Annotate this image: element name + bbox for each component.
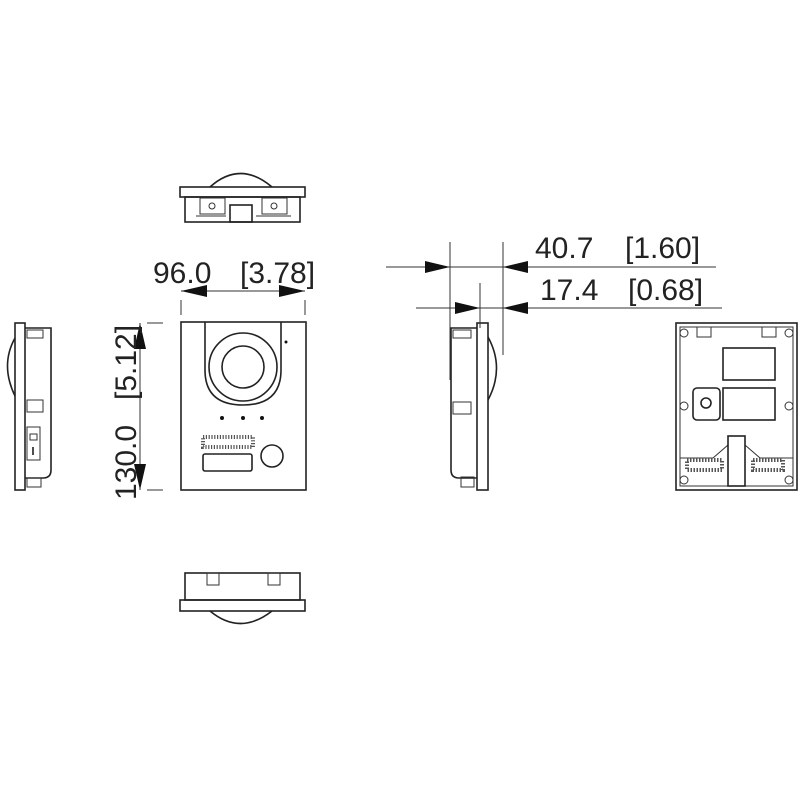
width-dimension [180,285,306,315]
bottom-view [179,572,306,625]
left-side-view [6,322,52,491]
top-view [179,172,306,223]
depth-dimensions [386,242,722,380]
depth-total-mm-label: 40.7 [535,232,593,265]
depth-dome-mm-label: 17.4 [540,274,598,307]
depth-dome-inch-label: [0.68] [628,274,703,307]
height-mm-label: 130.0 [110,425,143,500]
depth-total-inch-label: [1.60] [625,232,700,265]
height-dimension [134,322,163,491]
speaker-grille [201,435,255,449]
right-side-view [450,322,498,491]
width-mm-label: 96.0 [153,257,211,290]
front-view [180,321,307,491]
height-inch-label: [5.12] [110,325,143,400]
back-view [675,322,798,491]
width-inch-label: [3.78] [240,257,315,290]
